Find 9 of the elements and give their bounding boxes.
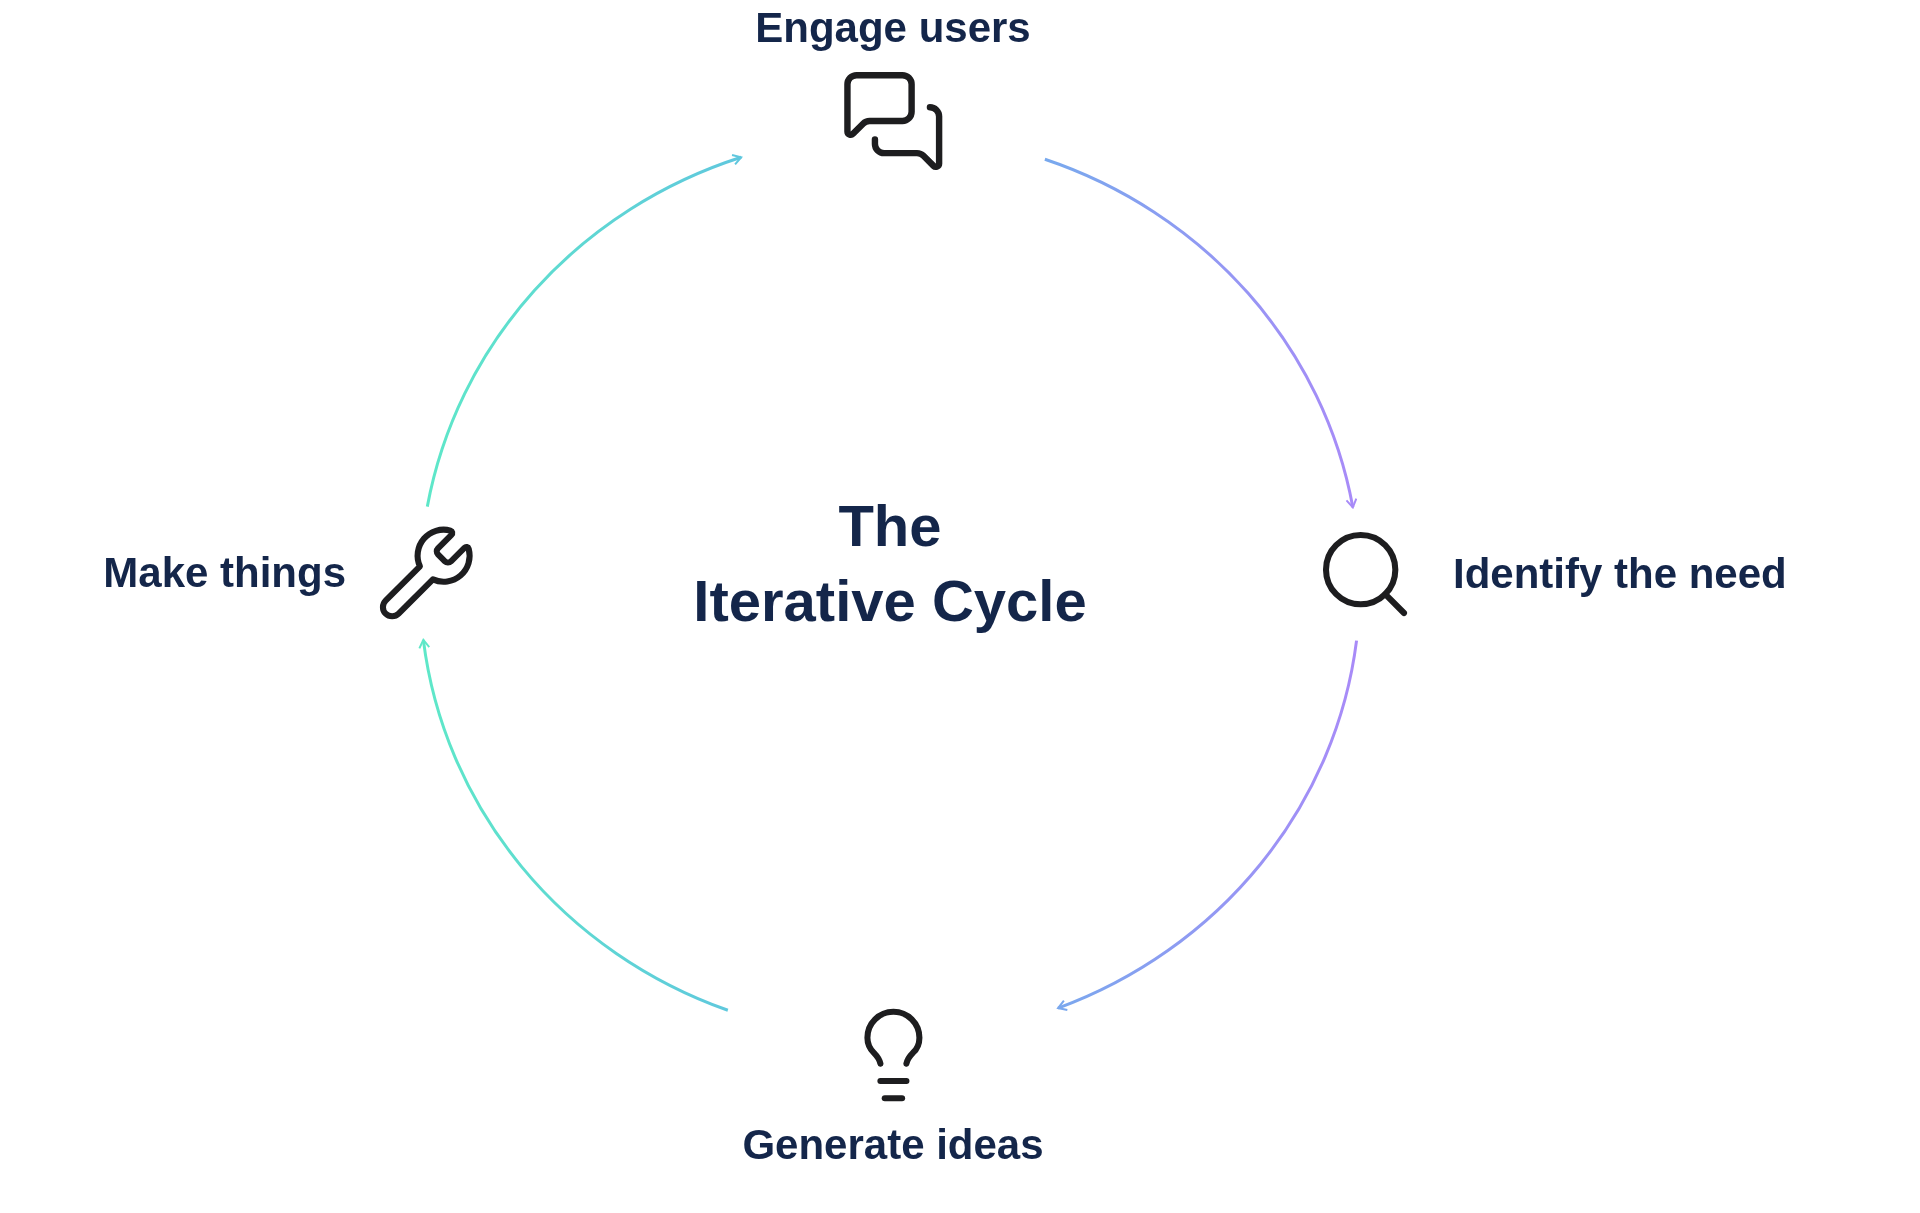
cycle-arrow [1057, 640, 1359, 1011]
cycle-arrow [425, 154, 743, 507]
cycle-arrow [1044, 157, 1357, 509]
step-label: Engage users [755, 4, 1031, 53]
cycle-arrow [418, 638, 729, 1012]
diagram-title: The Iterative Cycle [693, 491, 1087, 635]
step-label: Generate ideas [742, 1121, 1044, 1170]
step-label: Identify the need [1453, 549, 1787, 599]
step-label: Make things [103, 548, 346, 598]
